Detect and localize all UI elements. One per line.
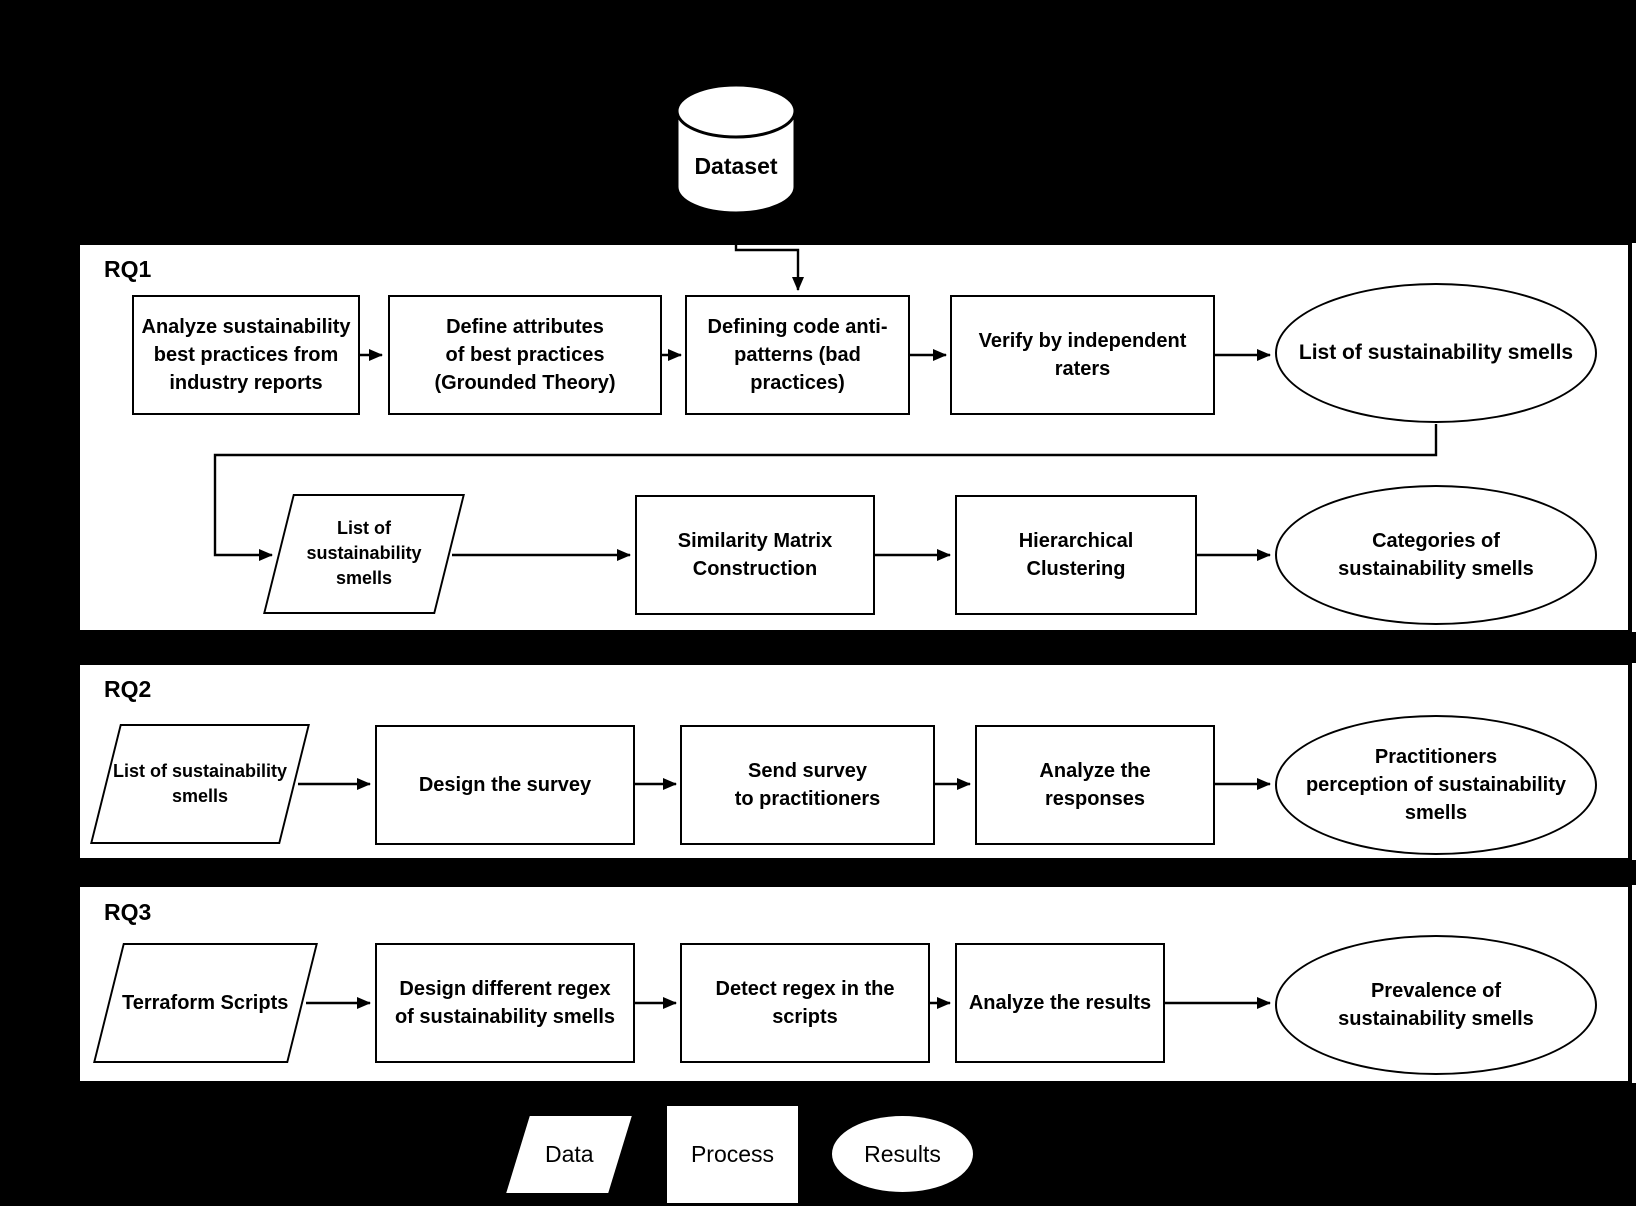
dataset-label: Dataset [694,153,778,179]
node-similarity-matrix: Similarity Matrix Construction [635,495,875,615]
node-label: Design different regex of sustainability… [394,978,616,1028]
legend-data-label: Data [544,1141,594,1167]
node-label: List of sustainability smells [1298,341,1574,365]
rq1-label: RQ1 [104,256,152,282]
node-label: Analyze sustainability best practices fr… [141,316,351,394]
node-design-survey: Design the survey [375,725,635,845]
node-design-regex: Design different regex of sustainability… [375,943,635,1063]
node-label: Hierarchical Clustering [1018,530,1134,580]
dataset-cylinder [675,83,797,215]
node-label: Analyze the responses [1039,760,1151,810]
node-verify-raters: Verify by independent raters [950,295,1215,415]
node-label: Defining code anti- patterns (bad practi… [707,316,888,394]
node-practitioners-perception: Practitioners perception of sustainabili… [1275,715,1597,855]
node-analyze-best-practices: Analyze sustainability best practices fr… [132,295,360,415]
node-analyze-responses: Analyze the responses [975,725,1215,845]
node-prevalence-smells: Prevalence of sustainability smells [1275,935,1597,1075]
node-label: Categories of sustainability smells [1338,530,1534,580]
node-label: Define attributes of best practices (Gro… [434,316,616,394]
rq3-label: RQ3 [104,899,152,925]
node-label: Verify by independent raters [978,330,1187,380]
node-hierarchical-clustering: Hierarchical Clustering [955,495,1197,615]
node-list-smells-data: List of sustainability smells [263,494,465,614]
legend-process-label: Process [690,1141,775,1167]
legend-results-shape: Results [832,1116,973,1192]
legend-results-label: Results [864,1140,941,1167]
node-label: List of sustainability smells [112,760,288,806]
node-label: Design the survey [418,774,592,796]
page-edge [1632,663,1636,860]
node-define-attributes: Define attributes of best practices (Gro… [388,295,662,415]
node-label: Prevalence of sustainability smells [1338,980,1534,1030]
rq2-label: RQ2 [104,676,152,702]
node-label: Similarity Matrix Construction [677,530,833,580]
node-list-smells-data-rq2: List of sustainability smells [90,724,310,844]
legend-process-shape: Process [667,1106,798,1203]
node-terraform-scripts: Terraform Scripts [93,943,318,1063]
node-label: Practitioners perception of sustainabili… [1305,746,1567,824]
node-defining-anti-patterns: Defining code anti- patterns (bad practi… [685,295,910,415]
node-label: Detect regex in the scripts [715,978,895,1028]
node-label: Analyze the results [968,992,1152,1014]
node-categories-smells: Categories of sustainability smells [1275,485,1597,625]
node-label: Send survey to practitioners [734,760,881,810]
node-detect-regex: Detect regex in the scripts [680,943,930,1063]
node-label: List of sustainability smells [306,518,422,589]
node-analyze-results: Analyze the results [955,943,1165,1063]
page-edge [1632,243,1636,632]
node-list-smells-result: List of sustainability smells [1275,283,1597,423]
page-edge [1632,885,1636,1083]
legend-data-shape: Data [506,1116,632,1193]
node-send-survey: Send survey to practitioners [680,725,935,845]
node-label: Terraform Scripts [122,992,289,1014]
